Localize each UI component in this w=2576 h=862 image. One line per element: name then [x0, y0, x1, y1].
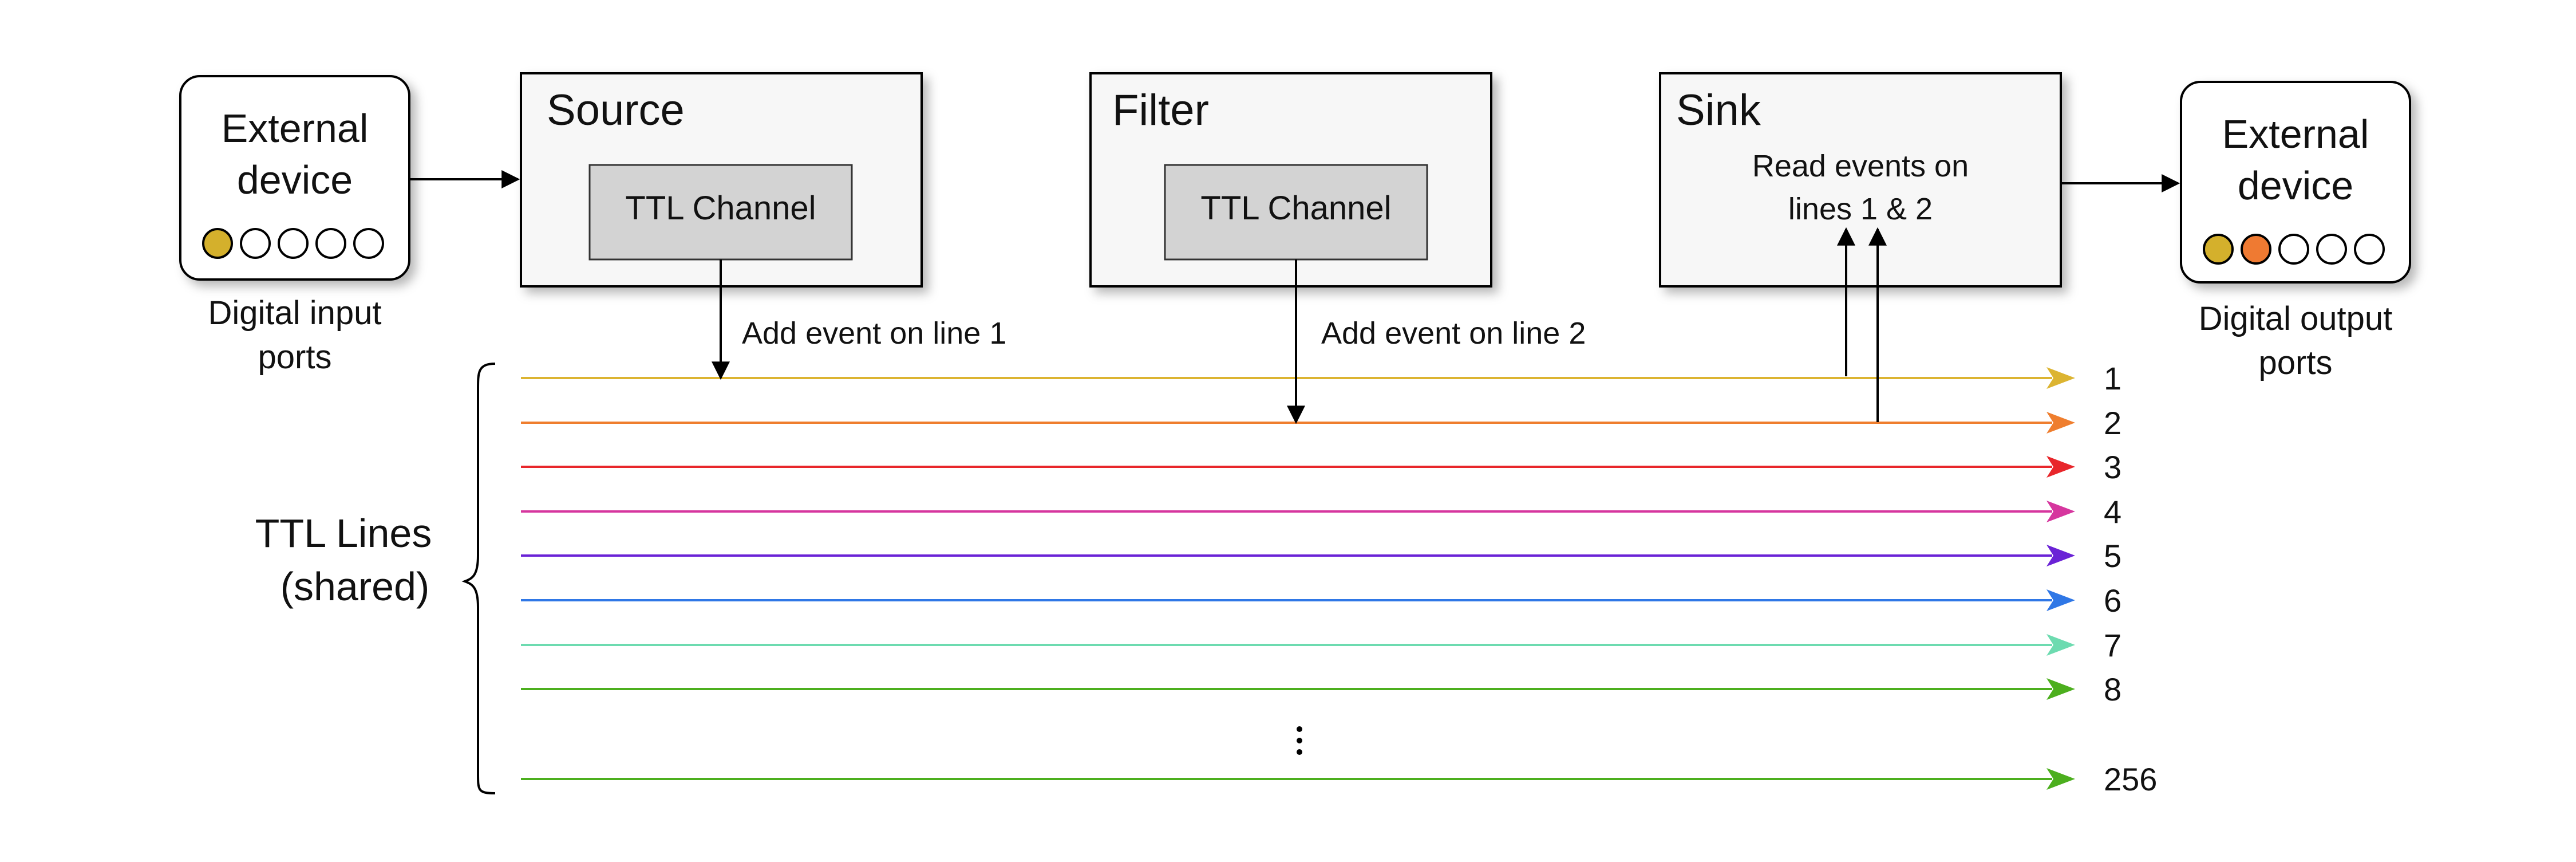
digital-output-port-1 [2203, 234, 2234, 265]
digital-output-ports [2203, 234, 2385, 265]
ttl-line-4: 4 [521, 494, 2121, 530]
ttl-line-8-arrowhead [2046, 678, 2075, 700]
source-title: Source [547, 86, 685, 135]
ttl-line-7-label: 7 [2104, 627, 2121, 663]
external-input-label-line2: device [237, 158, 353, 202]
ttl-lines-label-line1: TTL Lines [255, 511, 432, 556]
ttl-line-256-arrowhead [2046, 768, 2075, 790]
ttl-lines: 1 2 3 4 5 6 7 8 256 [521, 360, 2157, 797]
ttl-line-6-arrowhead [2046, 589, 2075, 611]
external-output-device: External device Digital output ports [2180, 81, 2411, 381]
digital-output-port-2 [2241, 234, 2271, 265]
source-block: Source TTL Channel Add event on line 1 [520, 72, 1006, 351]
digital-input-caption-line1: Digital input [208, 294, 381, 332]
external-output-label-line2: device [2238, 163, 2353, 208]
external-output-box [2180, 81, 2411, 284]
ttl-line-256-label: 256 [2104, 761, 2157, 797]
ttl-line-5-label: 5 [2104, 538, 2121, 574]
ttl-line-8-label: 8 [2104, 671, 2121, 707]
ttl-lines-brace [461, 363, 496, 794]
digital-output-caption-line1: Digital output [2199, 300, 2393, 337]
source-ttl-channel-box [588, 164, 853, 261]
digital-input-port-2 [240, 228, 271, 259]
external-input-box [179, 75, 410, 281]
digital-output-port-4 [2316, 234, 2347, 265]
ttl-line-3-arrowhead [2046, 456, 2075, 478]
ttl-line-2: 2 [521, 405, 2121, 441]
digital-output-port-3 [2278, 234, 2309, 265]
sink-text-line2: lines 1 & 2 [1788, 192, 1933, 226]
ttl-lines-label-line2: (shared) [280, 564, 430, 609]
ellipsis-dot-3 [1297, 749, 1302, 755]
digital-input-port-1 [202, 228, 233, 259]
sink-text-line1: Read events on [1752, 149, 1969, 183]
source-ttl-channel-label: TTL Channel [625, 190, 816, 227]
digital-input-caption-line2: ports [258, 338, 332, 376]
filter-annotation: Add event on line 2 [1321, 316, 1586, 351]
ttl-line-256: 256 [521, 761, 2157, 797]
filter-block: Filter TTL Channel Add event on line 2 [1089, 72, 1586, 351]
ttl-line-3-label: 3 [2104, 449, 2121, 485]
external-input-device: External device Digital input ports [179, 75, 410, 376]
external-input-label-line1: External [222, 106, 369, 151]
filter-title: Filter [1112, 86, 1209, 135]
ttl-line-6: 6 [521, 582, 2121, 619]
ttl-line-7-arrowhead [2046, 634, 2075, 656]
ttl-line-7: 7 [521, 627, 2121, 663]
digital-output-caption-line2: ports [2259, 344, 2333, 381]
ttl-line-3: 3 [521, 449, 2121, 485]
sink-box [1659, 72, 2062, 288]
ttl-line-2-arrowhead [2046, 412, 2075, 434]
digital-input-port-5 [353, 228, 384, 259]
digital-input-port-4 [315, 228, 346, 259]
filter-ttl-channel-box [1164, 164, 1428, 261]
external-output-label-line1: External [2222, 112, 2369, 156]
ttl-line-6-label: 6 [2104, 582, 2121, 619]
ellipsis-dot-2 [1297, 738, 1302, 743]
ttl-line-2-label: 2 [2104, 405, 2121, 441]
digital-output-port-5 [2354, 234, 2385, 265]
ttl-line-4-arrowhead [2046, 501, 2075, 522]
ttl-line-4-label: 4 [2104, 494, 2121, 530]
ttl-line-1-label: 1 [2104, 360, 2121, 396]
ttl-line-5: 5 [521, 538, 2121, 574]
digital-input-ports [202, 228, 384, 259]
ttl-lines-ellipsis [1297, 726, 1302, 755]
ttl-line-1-arrowhead [2046, 367, 2075, 389]
ttl-line-8: 8 [521, 671, 2121, 707]
sink-block: Sink Read events on lines 1 & 2 [1659, 72, 2062, 288]
ellipsis-dot-1 [1297, 726, 1302, 732]
sink-title: Sink [1676, 86, 1761, 135]
digital-input-port-3 [278, 228, 309, 259]
source-annotation: Add event on line 1 [742, 316, 1006, 351]
ttl-line-5-arrowhead [2046, 545, 2075, 566]
filter-ttl-channel-label: TTL Channel [1200, 190, 1391, 227]
ttl-line-1: 1 [521, 360, 2121, 396]
